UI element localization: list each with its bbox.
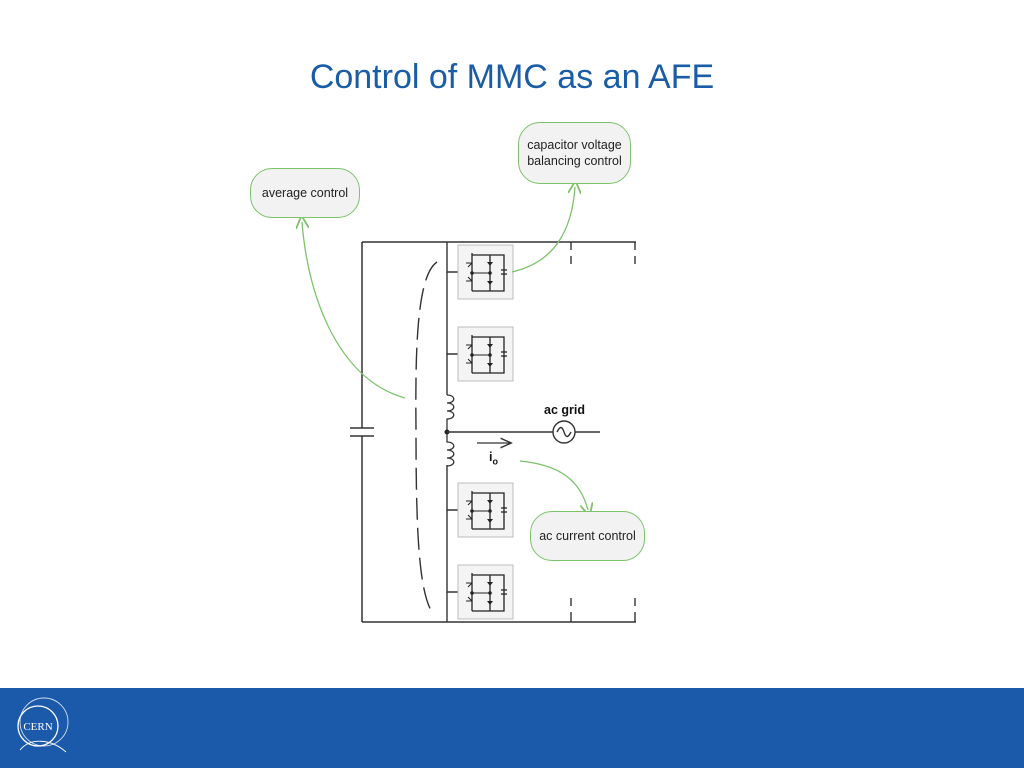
capacitor-balancing-label: capacitor voltage balancing control (527, 138, 622, 168)
average-control-arrow (302, 222, 406, 399)
footer-bar: CERN (0, 688, 1024, 768)
current-label: io (489, 450, 498, 467)
arm-inductor-upper (446, 394, 455, 432)
dc-capacitor-symbol (350, 427, 374, 437)
current-symbol: i (489, 450, 493, 464)
capacitor-balancing-arrow (511, 187, 575, 273)
submodule-1 (457, 244, 514, 300)
phase-leg (446, 242, 460, 622)
submodule-4 (457, 564, 514, 620)
svg-text:CERN: CERN (23, 721, 52, 733)
leg-grouping-dashed-curve (415, 261, 438, 613)
submodule-3 (457, 482, 514, 538)
ac-current-control-bubble: ac current control (530, 511, 645, 561)
submodule-2 (457, 326, 514, 382)
ac-grid-source (447, 420, 600, 444)
mmc-circuit-diagram (0, 0, 636, 623)
dc-bus (361, 241, 636, 623)
other-legs-stubs (570, 242, 636, 622)
average-control-label: average control (261, 186, 349, 200)
average-control-bubble: average control (250, 168, 360, 218)
arm-inductor-lower (446, 432, 455, 467)
capacitor-balancing-bubble: capacitor voltage balancing control (518, 122, 631, 184)
slide-title: Control of MMC as an AFE (309, 58, 715, 96)
ac-current-control-label: ac current control (539, 529, 636, 543)
current-subscript: o (492, 456, 498, 467)
cern-logo: CERN (17, 697, 69, 753)
ac-grid-label: ac grid (544, 403, 585, 417)
ac-current-control-arrow (519, 460, 588, 510)
annotation-arrows (302, 187, 588, 510)
